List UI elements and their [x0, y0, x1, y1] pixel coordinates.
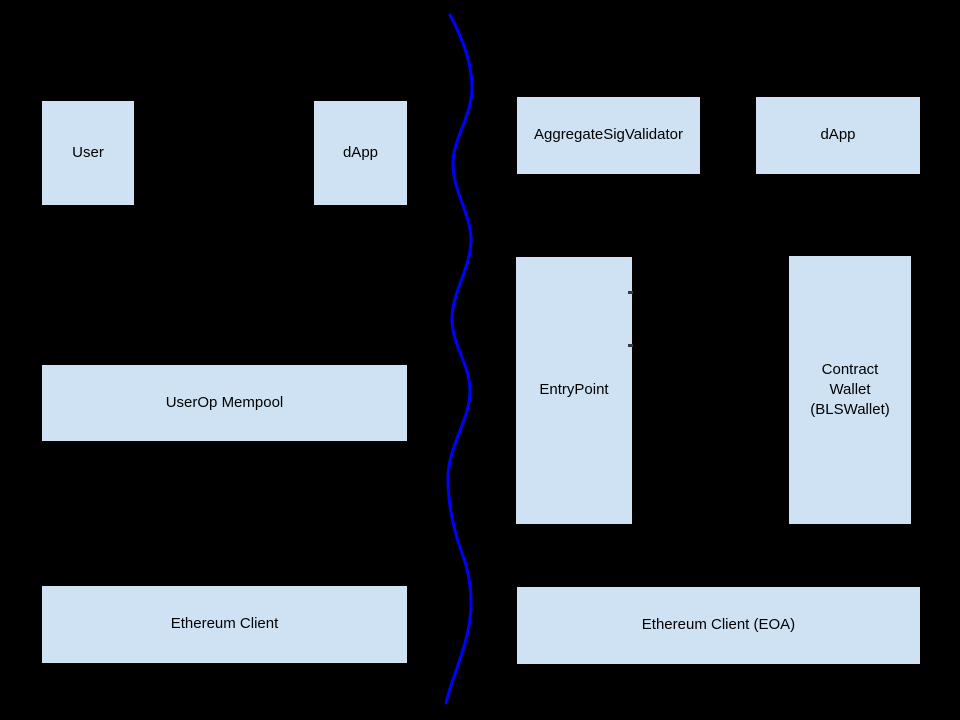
aggregate-sig-validator-label: AggregateSigValidator	[534, 126, 683, 144]
arrow-tick-lower	[628, 344, 633, 347]
dapp-box-right-label: dApp	[820, 126, 856, 144]
arrow-tick-upper	[628, 291, 633, 294]
dapp-box-left: dApp	[314, 101, 407, 205]
dapp-box-right: dApp	[756, 97, 920, 174]
wavy-divider-path	[444, 13, 474, 705]
ethereum-client-box: Ethereum Client	[42, 586, 407, 663]
contract-wallet-label: Contract Wallet (BLSWallet)	[810, 360, 890, 419]
ethereum-client-eoa-box: Ethereum Client (EOA)	[517, 587, 920, 664]
userop-mempool-box: UserOp Mempool	[42, 365, 407, 441]
user-box-label: User	[72, 143, 104, 161]
contract-wallet-box: Contract Wallet (BLSWallet)	[789, 256, 911, 524]
aggregate-sig-validator-box: AggregateSigValidator	[517, 97, 700, 174]
ethereum-client-eoa-label: Ethereum Client (EOA)	[641, 616, 796, 634]
userop-mempool-label: UserOp Mempool	[165, 393, 284, 411]
entrypoint-box: EntryPoint	[516, 257, 632, 524]
ethereum-client-label: Ethereum Client	[170, 615, 279, 633]
user-box: User	[42, 101, 134, 205]
entrypoint-label: EntryPoint	[539, 381, 609, 399]
dapp-box-left-label: dApp	[342, 143, 379, 161]
